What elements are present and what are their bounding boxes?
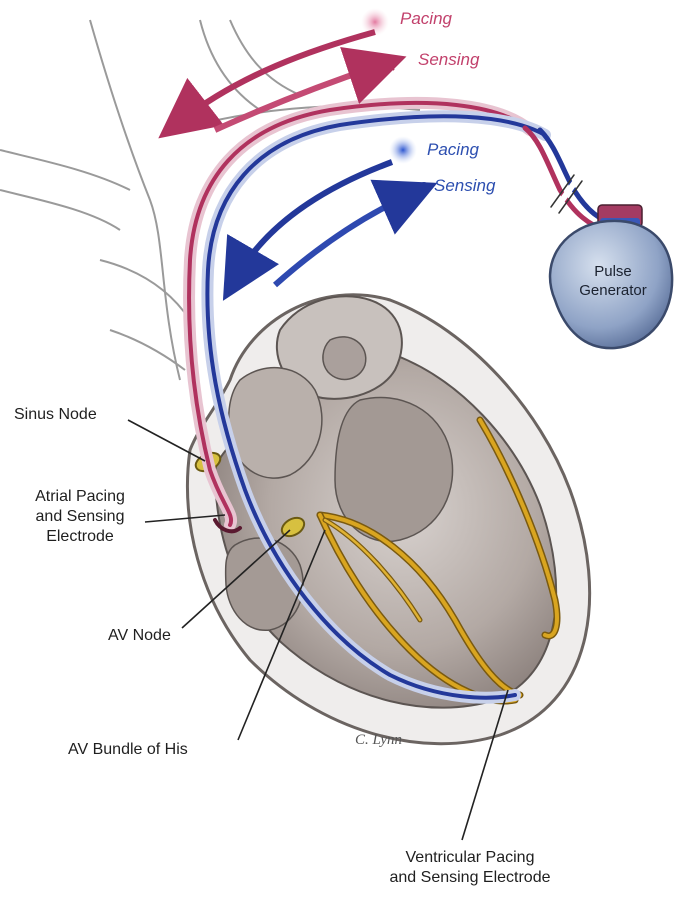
av-node-label: AV Node bbox=[108, 626, 171, 646]
atrial-pacing-legend: Pacing bbox=[400, 9, 452, 29]
ventricular-sensing-legend: Sensing bbox=[434, 176, 495, 196]
pulse-generator-label: Pulse Generator bbox=[558, 262, 668, 300]
atrial-electrode-label: Atrial Pacing and Sensing Electrode bbox=[10, 487, 150, 547]
ventricular-pacing-dot bbox=[389, 136, 417, 164]
atrial-sensing-legend: Sensing bbox=[418, 50, 479, 70]
ventricular-pacing-legend: Pacing bbox=[427, 140, 479, 160]
av-bundle-label: AV Bundle of His bbox=[68, 740, 188, 760]
sinus-node-label: Sinus Node bbox=[14, 405, 97, 425]
ventricular-in-arrow bbox=[275, 195, 410, 285]
ventricular-sensing-dot bbox=[420, 182, 428, 190]
pulse-generator-line1: Pulse bbox=[558, 262, 668, 281]
ventricular-electrode-label: Ventricular Pacing and Sensing Electrode bbox=[340, 848, 600, 888]
ventricular-electrode-line2: and Sensing Electrode bbox=[340, 868, 600, 888]
atrial-electrode-line3: Electrode bbox=[10, 527, 150, 547]
atrial-electrode-line1: Atrial Pacing bbox=[10, 487, 150, 507]
pulse-generator-line2: Generator bbox=[558, 281, 668, 300]
ventricular-electrode-line1: Ventricular Pacing bbox=[340, 848, 600, 868]
atrial-electrode-line2: and Sensing bbox=[10, 507, 150, 527]
artist-signature: C. Lynn bbox=[355, 732, 402, 749]
atrial-sensing-asterisk bbox=[380, 56, 396, 72]
